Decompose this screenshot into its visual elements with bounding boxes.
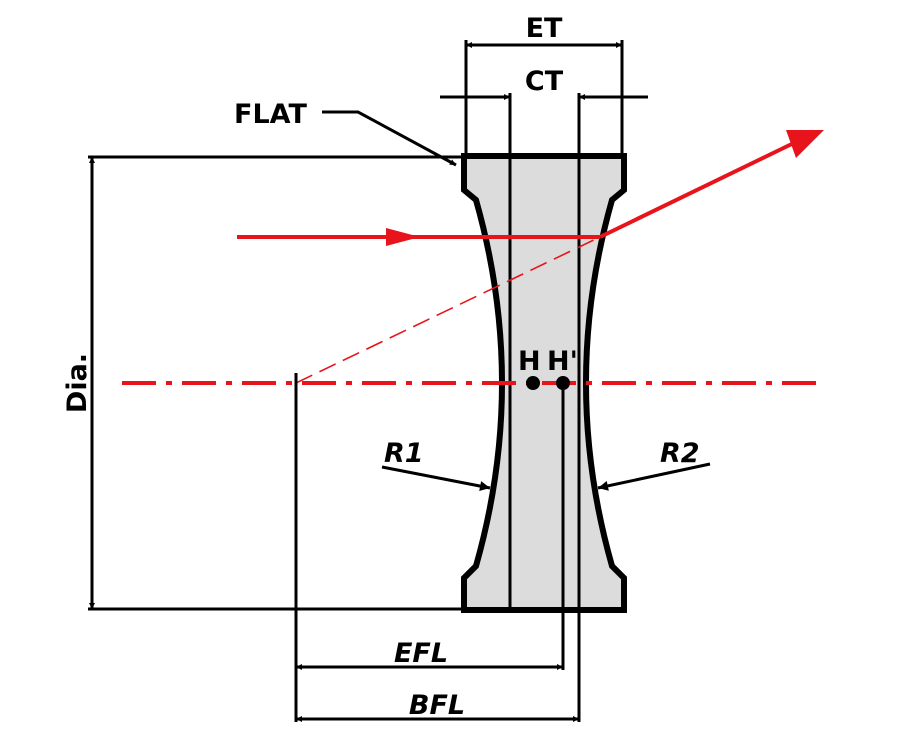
h-label: H xyxy=(518,346,541,377)
refracted-ray-arrow xyxy=(786,130,824,158)
incoming-ray-arrow xyxy=(386,228,420,246)
refracted-ray xyxy=(599,138,801,239)
flat-leader xyxy=(322,110,457,167)
flat-label: FLAT xyxy=(234,99,307,130)
efl-label: EFL xyxy=(394,638,448,669)
principal-point-h-prime xyxy=(556,376,570,390)
r2-label: R2 xyxy=(660,438,700,469)
dia-label: Dia. xyxy=(62,353,93,413)
r2-leader xyxy=(597,462,711,491)
r1-leader xyxy=(381,465,491,491)
et-label: ET xyxy=(526,13,563,44)
h-prime-label: H' xyxy=(547,346,578,377)
bfl-label: BFL xyxy=(409,690,465,721)
r1-label: R1 xyxy=(384,438,424,469)
principal-point-h xyxy=(526,376,540,390)
virtual-ray-extension xyxy=(295,236,601,384)
ct-label: CT xyxy=(525,66,564,97)
